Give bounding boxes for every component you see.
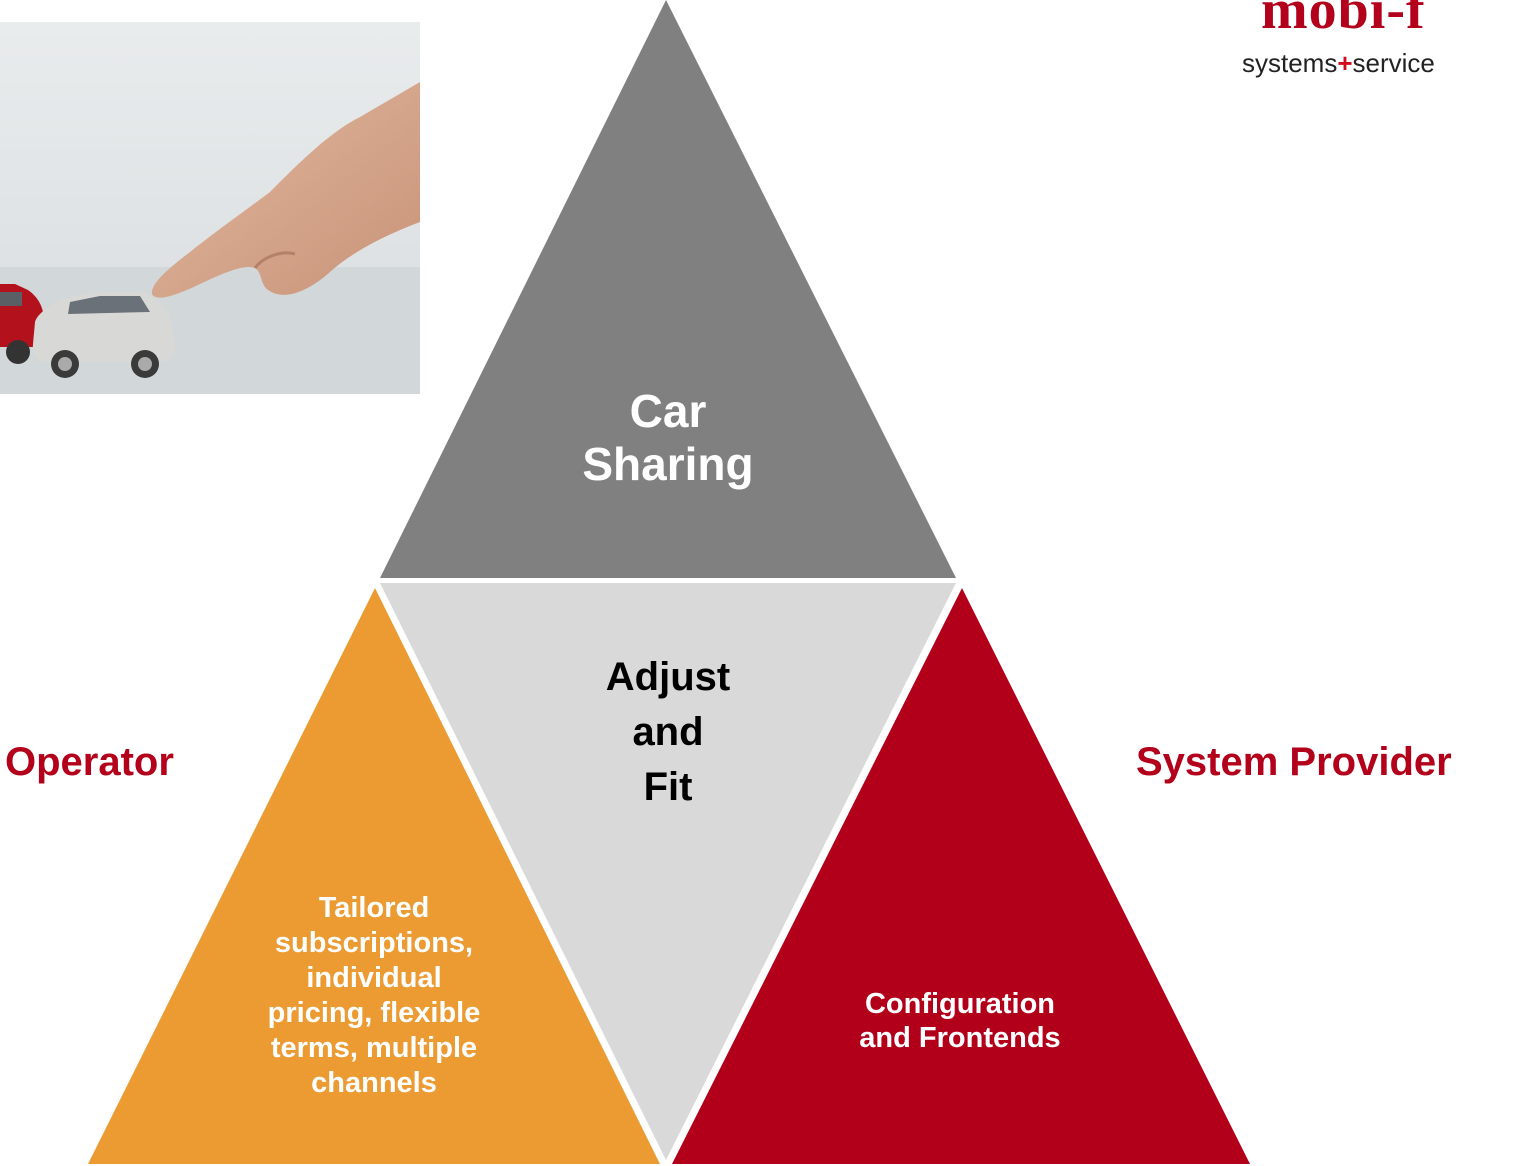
system-provider-triangle bbox=[672, 588, 1250, 1164]
operator-description-line3: individual bbox=[306, 962, 441, 994]
operator-description-line2: subscriptions, bbox=[275, 927, 473, 959]
silver-toy-car bbox=[32, 292, 176, 378]
operator-description-line4: pricing, flexible bbox=[268, 997, 481, 1029]
operator-description-line1: Tailored bbox=[319, 892, 430, 924]
car-sharing-label-line2: Sharing bbox=[582, 438, 753, 490]
logo-tagline: systems+service bbox=[1242, 48, 1435, 78]
system-provider-description-line2: and Frontends bbox=[859, 1022, 1060, 1054]
system-provider-label: System Provider bbox=[1136, 740, 1452, 784]
adjust-label-line3: Fit bbox=[644, 765, 693, 809]
operator-description-line5: terms, multiple bbox=[271, 1032, 477, 1064]
adjust-label-line1: Adjust bbox=[606, 655, 730, 699]
logo-wordmark: mobi-f bbox=[1261, 0, 1426, 41]
car-sharing-label-line1: Car bbox=[630, 385, 707, 437]
operator-label: Operator bbox=[5, 740, 174, 784]
operator-triangle bbox=[88, 588, 660, 1164]
company-logo: mobi-f systems+service bbox=[1237, 0, 1517, 80]
adjust-label-line2: and bbox=[632, 710, 703, 754]
red-toy-car bbox=[0, 284, 44, 364]
hand-pointing-toy-cars-photo bbox=[0, 22, 420, 394]
operator-description-line6: channels bbox=[311, 1067, 437, 1099]
adjust-and-fit-triangle bbox=[380, 583, 956, 1160]
system-provider-description-line1: Configuration bbox=[865, 988, 1055, 1020]
car-sharing-triangle bbox=[380, 0, 956, 578]
